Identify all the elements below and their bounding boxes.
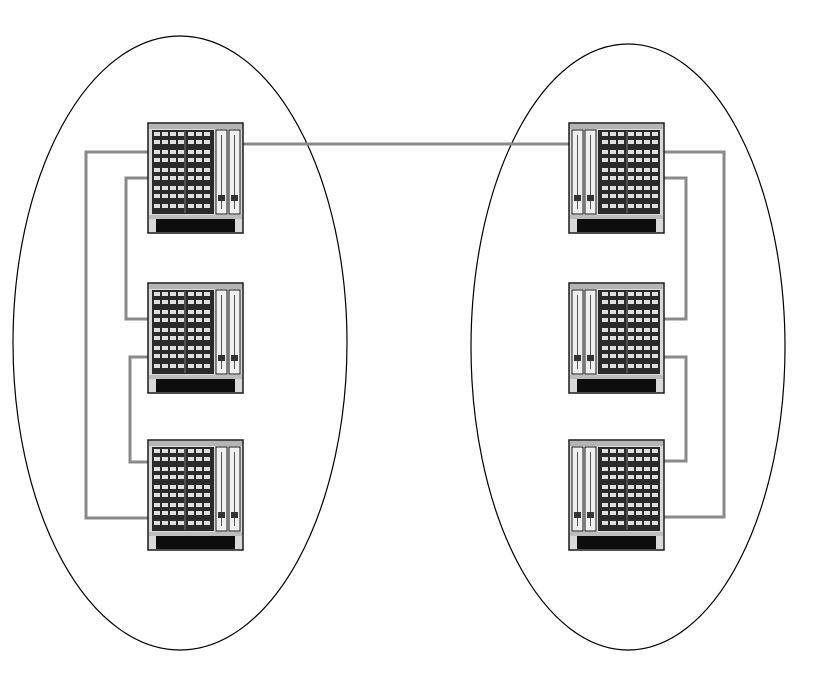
switch-chassis-icon-right-middle [569,283,664,393]
switch-chassis-icon-right-bottom [569,440,664,550]
switch-chassis-icon-left-top [148,123,243,233]
switch-chassis-icon-right-top [569,123,664,233]
switch-chassis-icon-left-bottom [148,440,243,550]
switch-chassis-icon-left-middle [148,283,243,393]
